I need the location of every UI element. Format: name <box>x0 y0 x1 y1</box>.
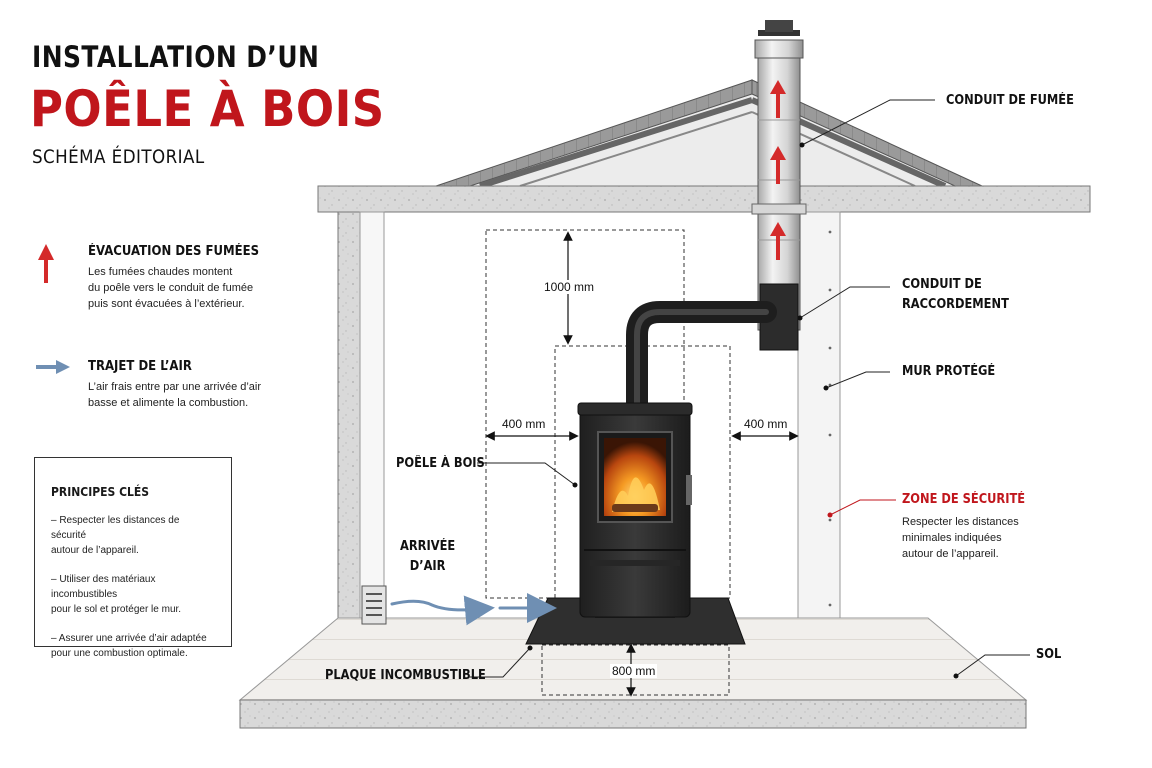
title-line-3: SCHÉMA ÉDITORIAL <box>32 146 205 168</box>
label-protected-wall: MUR PROTÉGÉ <box>902 364 996 379</box>
label-floor-plate: PLAQUE INCOMBUSTIBLE <box>325 668 486 683</box>
callout-dots <box>527 142 959 679</box>
label-flue: CONDUIT DE FUMÉE <box>946 93 1074 108</box>
legend-smoke-text: Les fumées chaudes montent du poêle vers… <box>88 266 254 310</box>
legend-smoke: ÉVACUATION DES FUMÉES Les fumées chaudes… <box>88 244 318 312</box>
flue-pipe <box>751 20 807 351</box>
dimension-left: 400 mm <box>500 417 548 431</box>
legend-air-heading: TRAJET DE L’AIR <box>88 359 192 374</box>
legend-air: TRAJET DE L’AIR L’air frais entre par un… <box>88 359 318 411</box>
roof <box>435 79 983 189</box>
dimension-front: 800 mm <box>610 664 658 678</box>
stove-shape <box>577 402 693 618</box>
label-connector: CONDUIT DE RACCORDEMENT <box>902 277 1009 312</box>
arrow-right-icon <box>36 360 70 374</box>
principles-item: – Utiliser des matériaux incombustibles … <box>51 574 182 615</box>
smoke-arrows <box>770 80 786 260</box>
connector-pipe <box>626 301 777 416</box>
protected-wall-shape <box>797 211 841 621</box>
left-wall <box>337 211 361 639</box>
legend-air-text: L’air frais entre par une arrivée d’air … <box>88 381 262 409</box>
legend-smoke-heading: ÉVACUATION DES FUMÉES <box>88 244 260 259</box>
principles-item: – Respecter les distances de sécurité au… <box>51 515 180 556</box>
dimension-right: 400 mm <box>742 417 790 431</box>
principles-box: PRINCIPES CLÉS – Respecter les distances… <box>34 457 232 659</box>
safety-zone-dot <box>827 512 833 518</box>
air-inlet-vent <box>361 585 387 625</box>
title-line-1: INSTALLATION D’UN <box>32 40 320 74</box>
left-wall-lining <box>359 211 385 631</box>
arrow-up-icon <box>38 244 54 283</box>
safety-zone-note: Respecter les distances minimales indiqu… <box>902 516 1019 560</box>
label-air-inlet: ARRIVÉE D’AIR <box>400 539 456 574</box>
label-stove: POÊLE À BOIS <box>396 456 485 471</box>
safety-zone-leader <box>829 499 896 516</box>
label-safety-zone: ZONE DE SÉCURITÉ <box>902 492 1026 507</box>
principles-title: PRINCIPES CLÉS <box>51 485 150 499</box>
callout-leaders <box>470 99 1030 678</box>
principles-item: – Assurer une arrivée d’air adaptée pour… <box>51 633 207 659</box>
label-floor: SOL <box>1036 647 1062 662</box>
air-flow-arrows <box>390 593 557 626</box>
ceiling-slab <box>317 185 1091 213</box>
title-line-2: POÊLE À BOIS <box>30 80 385 138</box>
dimension-top: 1000 mm <box>542 280 597 294</box>
